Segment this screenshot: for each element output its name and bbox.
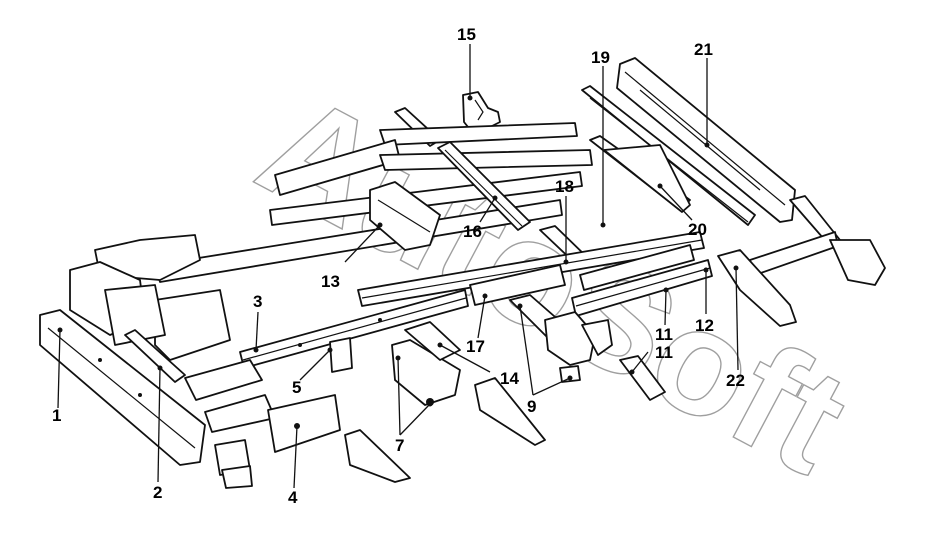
part-19-rear-rail (581, 85, 756, 226)
callout-11-lower: 11 (655, 343, 673, 362)
callout-9: 9 (527, 397, 536, 416)
upper-long-members (154, 107, 593, 283)
part-14-plate (404, 321, 461, 361)
part-20-rails (589, 135, 691, 213)
part-17-side-rail (357, 231, 705, 307)
lower-left-brackets (214, 439, 253, 489)
callout-17: 17 (466, 337, 485, 356)
gussets (344, 377, 546, 483)
rear-extension-arms (749, 195, 886, 286)
callout-7: 7 (395, 436, 404, 455)
callout-18: 18 (555, 177, 574, 196)
part-11-rail (571, 244, 713, 317)
part-4-plate (267, 394, 341, 453)
callout-15: 15 (457, 25, 476, 44)
part-13-bracket (369, 181, 441, 251)
callout-5: 5 (292, 378, 301, 397)
callout-2: 2 (153, 483, 162, 502)
part-9-assembly (509, 294, 613, 383)
callout-14: 14 (500, 369, 519, 388)
callout-labels: 1 2 3 4 5 7 9 11 11 12 13 14 15 16 17 18… (52, 25, 745, 507)
callout-22: 22 (726, 371, 745, 390)
callout-1: 1 (52, 406, 61, 425)
front-left-frame (69, 234, 231, 361)
part-5-bracket (329, 337, 353, 373)
callout-4: 4 (288, 488, 298, 507)
callout-12: 12 (695, 316, 714, 335)
callout-19: 19 (591, 48, 610, 67)
callout-11-upper: 11 (655, 325, 673, 344)
part-21-rear-crossmember (616, 57, 796, 223)
leader-lines (57, 44, 739, 489)
callout-13: 13 (321, 272, 340, 291)
callout-21: 21 (694, 40, 713, 59)
part-11-lower-bracket (619, 355, 666, 401)
callout-20: 20 (688, 220, 707, 239)
part-15-bracket (462, 91, 501, 133)
callout-16: 16 (463, 222, 482, 241)
callout-3: 3 (253, 292, 262, 311)
